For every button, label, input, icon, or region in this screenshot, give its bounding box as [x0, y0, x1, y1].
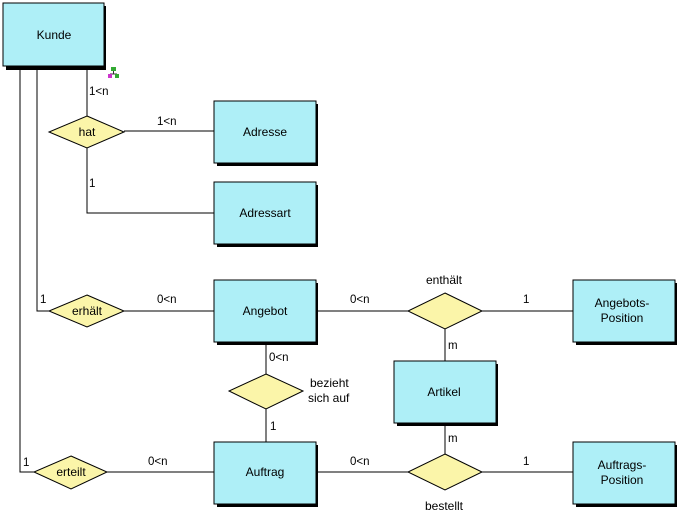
- entity-angebots-position-label-1: Angebots-: [595, 296, 650, 310]
- entity-auftrag[interactable]: Auftrag: [213, 441, 318, 507]
- card-kunde-erhaelt: 1: [40, 294, 46, 306]
- entity-angebot[interactable]: Angebot: [213, 279, 318, 345]
- relationship-bestellt-label: bestellt: [425, 499, 464, 513]
- card-bestellt-auftragspos: 1: [523, 456, 529, 468]
- card-kunde-hat: 1<n: [89, 86, 109, 98]
- relationship-hat[interactable]: hat: [47, 115, 126, 149]
- relationship-erhaelt-label: erhält: [72, 304, 103, 318]
- entity-angebots-position[interactable]: Angebots- Position: [572, 279, 677, 345]
- hierarchy-icon: [108, 67, 119, 78]
- card-angebot-enthaelt: 0<n: [350, 294, 370, 306]
- entity-auftrags-position[interactable]: Auftrags- Position: [572, 441, 677, 507]
- relationship-erteilt-label: erteilt: [56, 465, 86, 479]
- card-enthaelt-angebotspos: 1: [523, 294, 529, 306]
- relationship-bestellt[interactable]: [406, 453, 484, 491]
- card-hat-adressart: 1: [89, 178, 95, 190]
- entity-auftrag-label: Auftrag: [246, 465, 285, 479]
- entity-auftrags-position-label-1: Auftrags-: [598, 458, 647, 472]
- entity-angebots-position-label-2: Position: [601, 311, 644, 325]
- card-hat-adresse: 1<n: [157, 116, 177, 128]
- card-erteilt-auftrag: 0<n: [148, 456, 168, 468]
- entity-adresse-label: Adresse: [243, 125, 287, 139]
- relationship-bezieht-sich-auf-label-2: sich auf: [308, 391, 350, 405]
- connector-lines: [19, 66, 573, 473]
- relationship-erhaelt[interactable]: erhält: [47, 294, 126, 328]
- entity-angebot-label: Angebot: [243, 304, 288, 318]
- card-erhaelt-angebot: 0<n: [157, 294, 177, 306]
- relationship-bezieht-sich-auf[interactable]: [227, 373, 305, 410]
- entity-auftrags-position-label-2: Position: [601, 473, 644, 487]
- entity-kunde[interactable]: Kunde: [2, 2, 106, 70]
- entity-artikel[interactable]: Artikel: [393, 360, 498, 426]
- relationship-enthaelt[interactable]: [406, 292, 484, 330]
- relationship-bezieht-sich-auf-label-1: bezieht: [310, 376, 349, 390]
- entity-adresse[interactable]: Adresse: [213, 100, 318, 166]
- relationship-hat-label: hat: [79, 125, 96, 139]
- relationship-erteilt[interactable]: erteilt: [32, 455, 109, 490]
- card-kunde-erteilt: 1: [23, 457, 29, 469]
- entity-adressart[interactable]: Adressart: [213, 181, 318, 247]
- card-angebot-bezieht: 0<n: [269, 352, 289, 364]
- entity-adressart-label: Adressart: [239, 206, 291, 220]
- entity-artikel-label: Artikel: [427, 385, 460, 399]
- cardinality-labels: 1<n 1<n 1 1 0<n 0<n 1 m 0<n 1 1 0<n 0<n …: [23, 86, 529, 469]
- entity-kunde-label: Kunde: [37, 28, 72, 42]
- card-enthaelt-artikel: m: [448, 340, 458, 352]
- relationship-enthaelt-label: enthält: [426, 273, 463, 287]
- card-bezieht-auftrag: 1: [270, 421, 276, 433]
- card-auftrag-bestellt: 0<n: [350, 456, 370, 468]
- card-artikel-bestellt: m: [448, 433, 458, 445]
